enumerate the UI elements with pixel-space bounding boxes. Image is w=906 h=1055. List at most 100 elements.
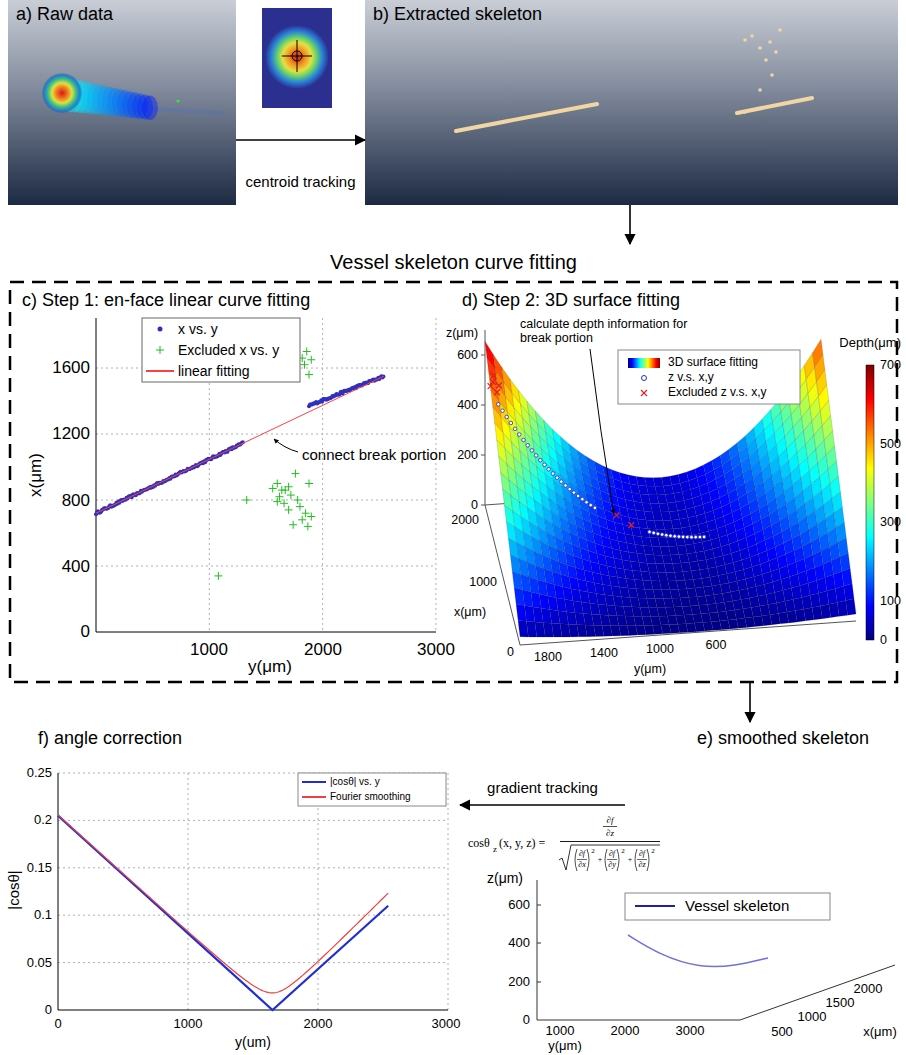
fit-line (96, 376, 384, 513)
centroid-image (262, 8, 332, 108)
legend-label: linear fitting (178, 363, 250, 379)
tick-label: 400 (62, 557, 90, 577)
surface-patch (510, 555, 520, 574)
excluded-point (298, 516, 306, 524)
annotation: connect break portion (302, 446, 446, 463)
tick-label: 200 (457, 448, 478, 462)
grid-line (318, 773, 319, 1010)
excluded-point (214, 572, 222, 580)
excluded-point (307, 513, 315, 521)
tick-label: 0 (880, 633, 887, 647)
axis-title: z(μm) (487, 870, 523, 886)
axis-title: z(μm) (446, 326, 478, 340)
grid-line (322, 318, 323, 632)
tick-label: 3000 (417, 640, 455, 660)
data-point (665, 533, 669, 537)
excluded-point (287, 491, 295, 499)
surface-patch (537, 580, 547, 596)
tick-label: 700 (880, 358, 901, 372)
tick-label: 3000 (432, 1017, 461, 1032)
data-point (669, 534, 673, 538)
tick-label: 0 (45, 1003, 52, 1018)
excluded-point (613, 512, 619, 518)
axis-line (520, 621, 856, 645)
plot-panel: d) Step 2: 3D surface fitting (456, 288, 894, 678)
axis-title: y(μm) (548, 1039, 581, 1054)
data-point (690, 535, 694, 539)
surface-patch (569, 577, 579, 591)
legend-line (302, 796, 326, 798)
tick-label: 1000 (546, 1024, 575, 1039)
parenthesis (575, 849, 577, 871)
vessel-volume (142, 96, 158, 120)
excluded-point (280, 499, 288, 507)
data-point (677, 535, 681, 539)
formula-symbol: ∂f (579, 849, 585, 858)
data-point (686, 535, 690, 539)
tick-label: 2000 (304, 640, 342, 660)
formula-symbol: 2 (621, 847, 625, 855)
axis-line (96, 318, 97, 632)
skeleton-point (778, 28, 782, 32)
tick-mark (537, 905, 541, 906)
axis-title: y(μm) (248, 657, 292, 677)
data-point (513, 427, 517, 431)
edge-label: centroid tracking (245, 173, 355, 190)
tick-label: 1600 (52, 358, 90, 378)
data-point (698, 535, 702, 539)
flow-arrow (749, 682, 751, 722)
grid-line (448, 773, 449, 1010)
skeleton-segment (737, 98, 812, 113)
formula-symbol: + (598, 855, 603, 864)
tick-label: 500 (771, 1025, 793, 1040)
skeleton-point (764, 58, 768, 62)
panel-title: b) Extracted skeleton (373, 4, 542, 26)
tick-label: 1000 (469, 575, 497, 589)
formula-symbol: cosθ (468, 837, 490, 851)
excluded-point (276, 493, 284, 501)
leader-line (590, 349, 614, 514)
vessel-curve (628, 935, 768, 967)
fraction-bar (577, 859, 587, 860)
tick-label: 1000 (190, 640, 228, 660)
axis-line (58, 773, 59, 1010)
legend-sample (628, 358, 660, 368)
plot-panel: e) smoothed skeleton (625, 722, 900, 815)
legend-box (298, 773, 446, 806)
grid-line (96, 566, 436, 567)
legend-label: Vessel skeleton (685, 897, 789, 914)
smoothed-curve (58, 815, 388, 993)
axis-line (485, 330, 486, 505)
tick-label: 0 (507, 645, 514, 659)
grid-line (58, 962, 448, 963)
grid-line (96, 434, 436, 435)
skeleton-plot (537, 880, 895, 1020)
panel-title: f) angle correction (38, 728, 182, 750)
fraction-bar (607, 859, 617, 860)
grid-line (188, 773, 189, 1010)
annotation: calculate depth information for break po… (520, 317, 705, 346)
excluded-point (273, 480, 281, 488)
legend-gradient (628, 358, 660, 368)
colorbar (866, 365, 874, 640)
excluded-point (490, 379, 496, 385)
excluded-point (628, 522, 634, 528)
legend-samples (146, 327, 675, 907)
data-point (501, 409, 505, 413)
skeleton-image (365, 0, 898, 205)
panel-title: Vessel skeleton curve fitting (330, 250, 577, 274)
data-point (543, 463, 547, 467)
tick-label: 400 (508, 936, 530, 951)
excluded-point (291, 470, 299, 478)
tick-label: 0.15 (27, 861, 52, 876)
axis-title: x(μm) (454, 605, 486, 619)
formula-strokes (559, 827, 660, 872)
tick-label: 100 (880, 594, 901, 608)
plot-panel: f) angle correction (0, 722, 460, 1055)
surface-patch (512, 571, 522, 590)
data-point (576, 494, 580, 498)
legend-label: Excluded z v.s. x,y (668, 386, 766, 400)
excluded-point (304, 522, 312, 530)
tick-label: 500 (880, 437, 901, 451)
surface-patch (506, 522, 516, 543)
